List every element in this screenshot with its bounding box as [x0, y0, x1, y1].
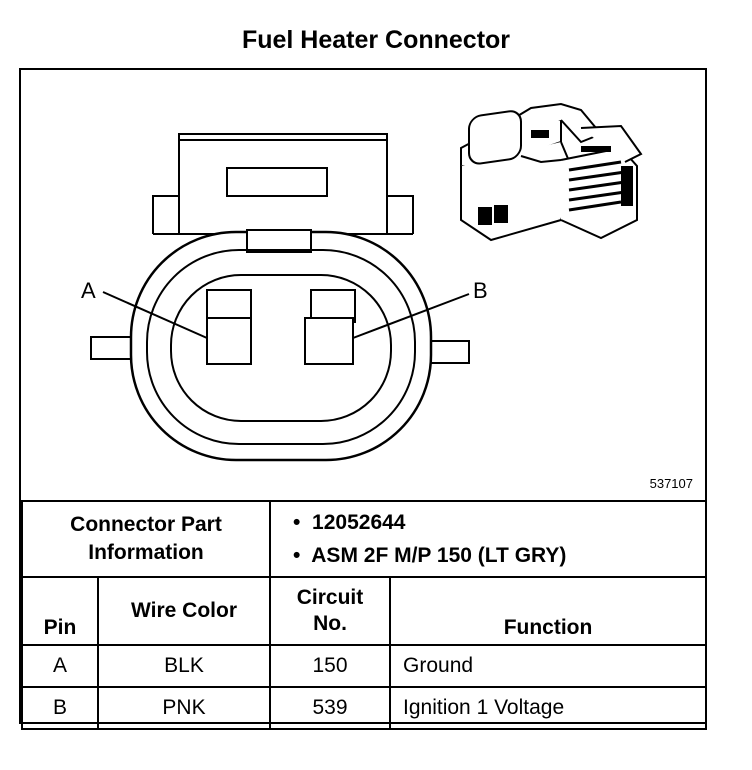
cell-circuit: 539 — [269, 686, 392, 730]
header-row: Pin Wire Color Circuit No. Function — [21, 576, 708, 646]
part-info-label: Connector Part Information — [20, 500, 272, 578]
pin-b-terminal — [304, 317, 354, 365]
header-pin: Pin — [21, 576, 99, 646]
cell-wire-color: PNK — [96, 686, 272, 730]
callout-a: A — [81, 278, 96, 303]
part-number: 12052644 — [312, 511, 406, 534]
cell-circuit: 150 — [269, 644, 392, 688]
right-tab — [426, 340, 470, 364]
left-tab — [90, 336, 134, 360]
cell-pin: B — [21, 686, 99, 730]
cell-function: Ground — [389, 644, 708, 688]
pin-a-terminal — [206, 317, 252, 365]
header-circuit: Circuit No. — [269, 576, 392, 646]
part-info-values: • 12052644 • ASM 2F M/P 150 (LT GRY) — [269, 500, 708, 578]
latch-window — [226, 167, 328, 197]
figure-id: 537107 — [649, 476, 693, 491]
connector-body — [129, 230, 433, 462]
page-title: Fuel Heater Connector — [241, 26, 511, 54]
header-function: Function — [389, 576, 708, 646]
header-wire-color: Wire Color — [96, 576, 272, 646]
part-description: ASM 2F M/P 150 (LT GRY) — [311, 544, 567, 567]
connector-3d-view — [460, 102, 643, 242]
table-row: B PNK 539 Ignition 1 Voltage — [21, 686, 708, 730]
pinout-table: Connector Part Information • 12052644 • … — [20, 500, 708, 730]
cell-pin: A — [21, 644, 99, 688]
latch-housing — [178, 133, 388, 235]
cell-function: Ignition 1 Voltage — [389, 686, 708, 730]
connector-diagram: A B — [81, 102, 643, 462]
callout-b: B — [473, 278, 488, 303]
part-info-row: Connector Part Information • 12052644 • … — [20, 500, 708, 578]
connector-3d-shading — [531, 130, 633, 206]
table-row: A BLK 150 Ground — [21, 644, 708, 688]
connector-panel: A B 537107 Connector Part Information — [19, 68, 708, 730]
cell-wire-color: BLK — [96, 644, 272, 688]
